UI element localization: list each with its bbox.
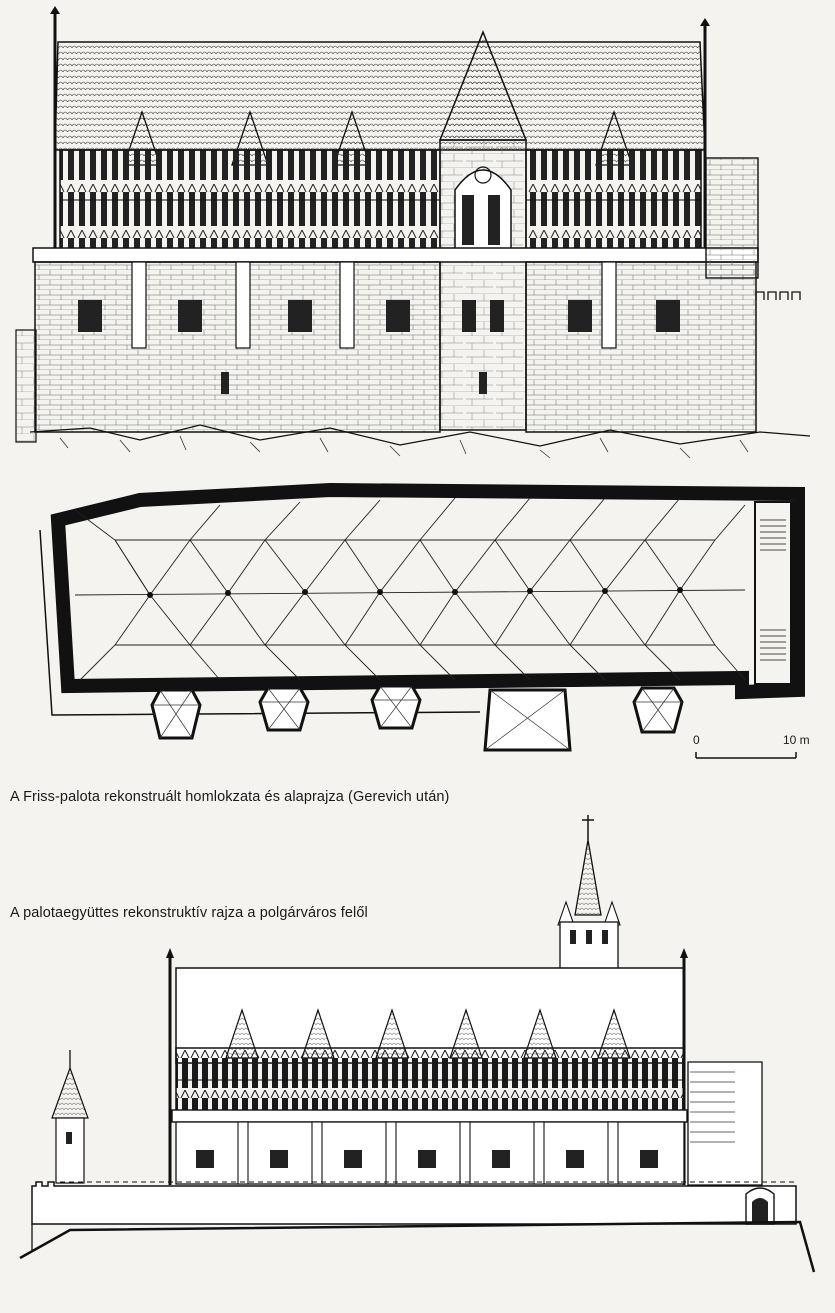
caption-reconstruction: A palotaegyüttes rekonstruktív rajza a p…	[10, 905, 368, 921]
scale-bar	[695, 752, 797, 759]
caption-facade-plan: A Friss-palota rekonstruált homlokzata é…	[10, 789, 450, 805]
scale-start-label: 0	[693, 733, 700, 747]
palace-complex-drawing	[19, 815, 816, 1273]
floor-plan-drawing	[39, 482, 805, 752]
palace-facade-drawing	[15, 6, 811, 459]
scale-end-label: 10 m	[783, 733, 810, 747]
